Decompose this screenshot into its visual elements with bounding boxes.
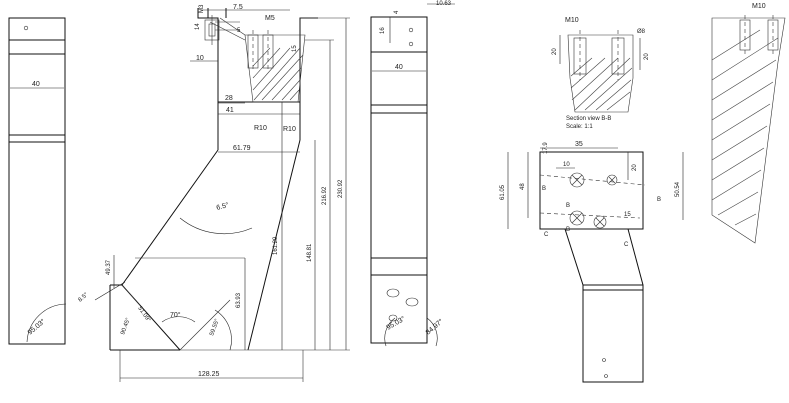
side-view-left: 40 95.03° (8, 17, 67, 345)
dim-14: 14 (195, 23, 201, 30)
section-scale: Scale: 1:1 (566, 124, 593, 130)
dim-28: 28 (225, 95, 233, 102)
dim-m3: M3 (199, 4, 205, 13)
dim-51-09: 51.09° (136, 306, 151, 324)
dim-7-5: 7.5 (233, 4, 243, 11)
dim-216-92: 216.92 (322, 186, 328, 205)
dim-6-5: 6.5° (215, 201, 229, 212)
dim-35: 35 (575, 141, 583, 148)
label-b4: B (657, 197, 661, 203)
dim-61-79: 61.79 (233, 145, 251, 152)
dim-40-left: 40 (32, 81, 40, 88)
dim-10-b: 10 (563, 162, 570, 168)
dim-m10-b: M10 (752, 3, 766, 10)
dim-8-5: 8.5° (77, 292, 90, 304)
dim-59-55: 59.55° (209, 318, 221, 337)
dim-5: 5 (237, 28, 241, 34)
dim-90-45: 90.45° (120, 317, 132, 336)
dim-4: 4 (394, 10, 400, 14)
dim-63-93: 63.93 (236, 292, 242, 308)
dim-49-37: 49.37 (106, 259, 112, 275)
dim-m10-a: M10 (565, 17, 579, 24)
label-b2: B (566, 203, 570, 209)
section-view-far-right: M10 (711, 3, 786, 244)
dim-50-54: 50.54 (675, 181, 681, 197)
dim-10-63: 10.63 (436, 1, 452, 7)
dim-95-03-mid: 95.03° (385, 315, 407, 332)
label-c1: C (544, 232, 549, 238)
label-b1: B (542, 186, 546, 192)
dim-20-c: 20 (632, 164, 638, 171)
side-view-right: 40 16 4 10.63 95.03° 84.97° (370, 1, 455, 347)
dim-r10-b: R10 (283, 126, 296, 133)
dim-128-25: 128.25 (198, 371, 220, 378)
dim-16: 16 (380, 27, 386, 34)
front-view-main: 41 28 61.79 R10 R10 7.5 M3 14 5 M5 10 15… (77, 4, 350, 382)
dim-148-81: 148.81 (307, 243, 313, 262)
section-title: Section view B-B (566, 116, 611, 122)
label-b3: B (566, 227, 570, 233)
dim-phi8: Ø8 (637, 29, 646, 35)
dim-61-05: 61.05 (500, 184, 506, 200)
dim-48: 48 (520, 183, 526, 190)
dim-70: 70° (170, 311, 181, 319)
dim-15: 15 (292, 45, 298, 52)
label-c2: C (624, 242, 629, 248)
dim-17-9: 17.9 (543, 142, 549, 154)
dim-40-mid: 40 (395, 64, 403, 71)
front-view-right: 35 17.9 10 20 61.05 48 50.54 15 B B B B … (500, 141, 684, 383)
dim-161-29: 161.29 (273, 236, 279, 255)
dim-95-03-left: 95.03° (26, 317, 47, 336)
dim-m5: M5 (265, 15, 275, 22)
dim-r10-a: R10 (254, 125, 267, 132)
dim-230-92: 230.92 (338, 179, 344, 198)
section-view-bb: M10 20 Ø8 20 Section view B-B Scale: 1:1 (552, 17, 650, 130)
dim-15-b: 15 (624, 212, 631, 218)
dim-20-b: 20 (644, 53, 650, 60)
dim-10: 10 (196, 55, 204, 62)
dim-41: 41 (226, 107, 234, 114)
dim-20-a: 20 (552, 48, 558, 55)
